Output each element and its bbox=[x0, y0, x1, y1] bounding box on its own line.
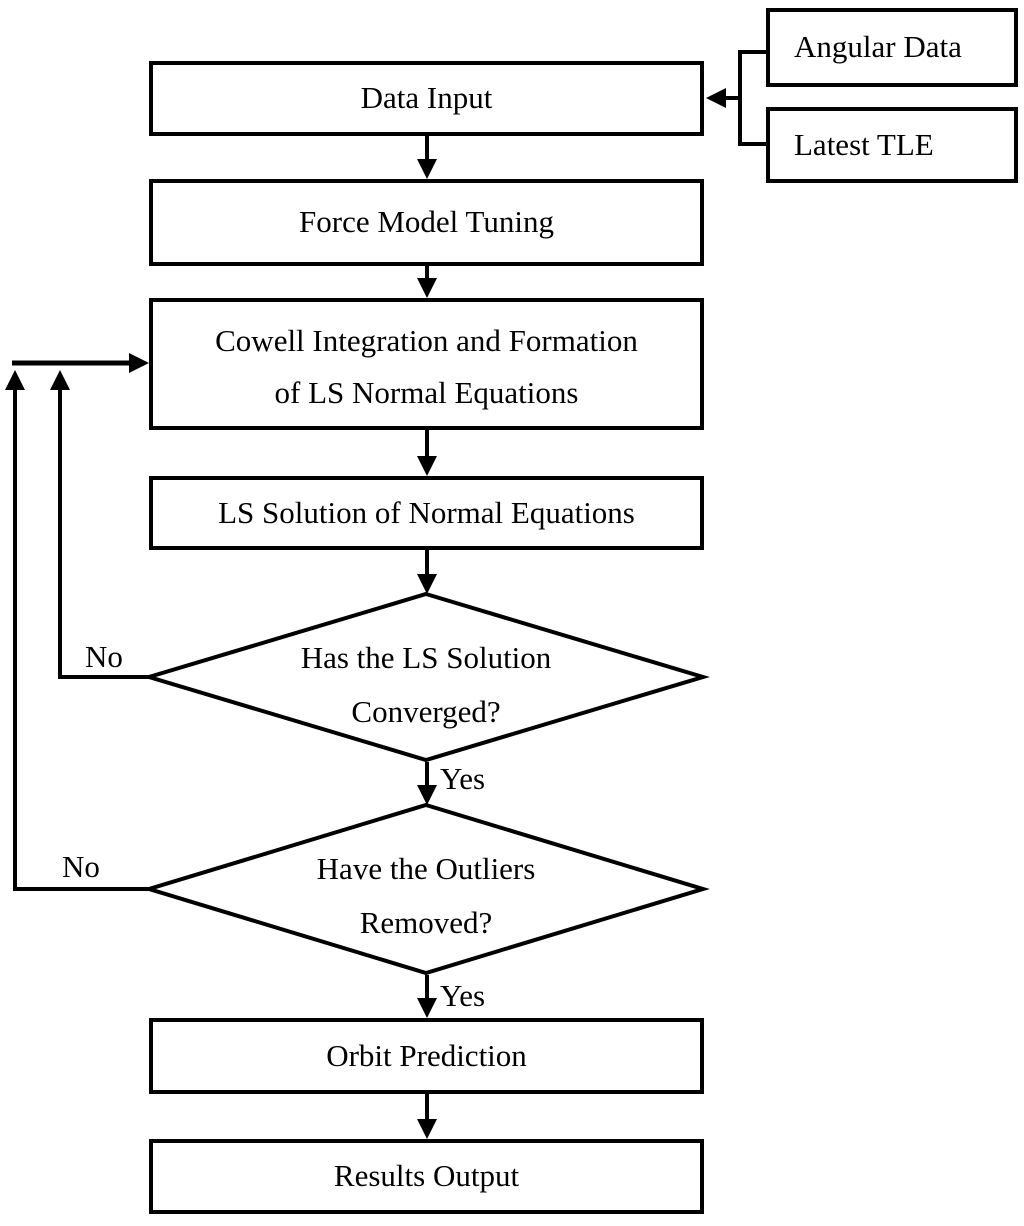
node-cowell-integration-label: Cowell Integration and Formation of LS N… bbox=[215, 323, 638, 410]
edge-outliers-no-loop bbox=[5, 370, 151, 891]
node-ls-solution: LS Solution of Normal Equations bbox=[149, 476, 704, 550]
node-angular-data-label: Angular Data bbox=[794, 29, 962, 65]
node-results-output-label: Results Output bbox=[333, 1158, 520, 1194]
label-converged-yes: Yes bbox=[440, 761, 486, 796]
edge-inputs-bracket bbox=[738, 50, 766, 146]
decision-ls-converged-label: Has the LS Solution Converged? bbox=[300, 639, 552, 729]
node-data-input-label: Data Input bbox=[360, 80, 493, 116]
label-outliers-yes: Yes bbox=[440, 978, 486, 1013]
decision-outliers-removed-label: Have the Outliers Removed? bbox=[316, 850, 536, 940]
node-force-model-tuning-label: Force Model Tuning bbox=[299, 204, 554, 240]
node-cowell-integration: Cowell Integration and Formation of LS N… bbox=[149, 298, 704, 430]
node-force-model-tuning: Force Model Tuning bbox=[149, 179, 704, 266]
node-latest-tle: Latest TLE bbox=[766, 107, 1018, 183]
node-latest-tle-label: Latest TLE bbox=[794, 126, 934, 162]
node-results-output: Results Output bbox=[149, 1139, 704, 1214]
label-converged-no: No bbox=[85, 639, 123, 674]
node-angular-data: Angular Data bbox=[766, 8, 1018, 87]
edge-converged-no-loop bbox=[50, 370, 151, 679]
node-ls-solution-label: LS Solution of Normal Equations bbox=[218, 494, 635, 530]
label-outliers-no: No bbox=[62, 849, 100, 884]
decision-outliers-removed-shape bbox=[142, 802, 710, 976]
decision-ls-converged-shape bbox=[142, 591, 710, 763]
node-data-input: Data Input bbox=[149, 61, 704, 136]
node-orbit-prediction-label: Orbit Prediction bbox=[326, 1037, 527, 1073]
node-orbit-prediction: Orbit Prediction bbox=[149, 1018, 704, 1094]
